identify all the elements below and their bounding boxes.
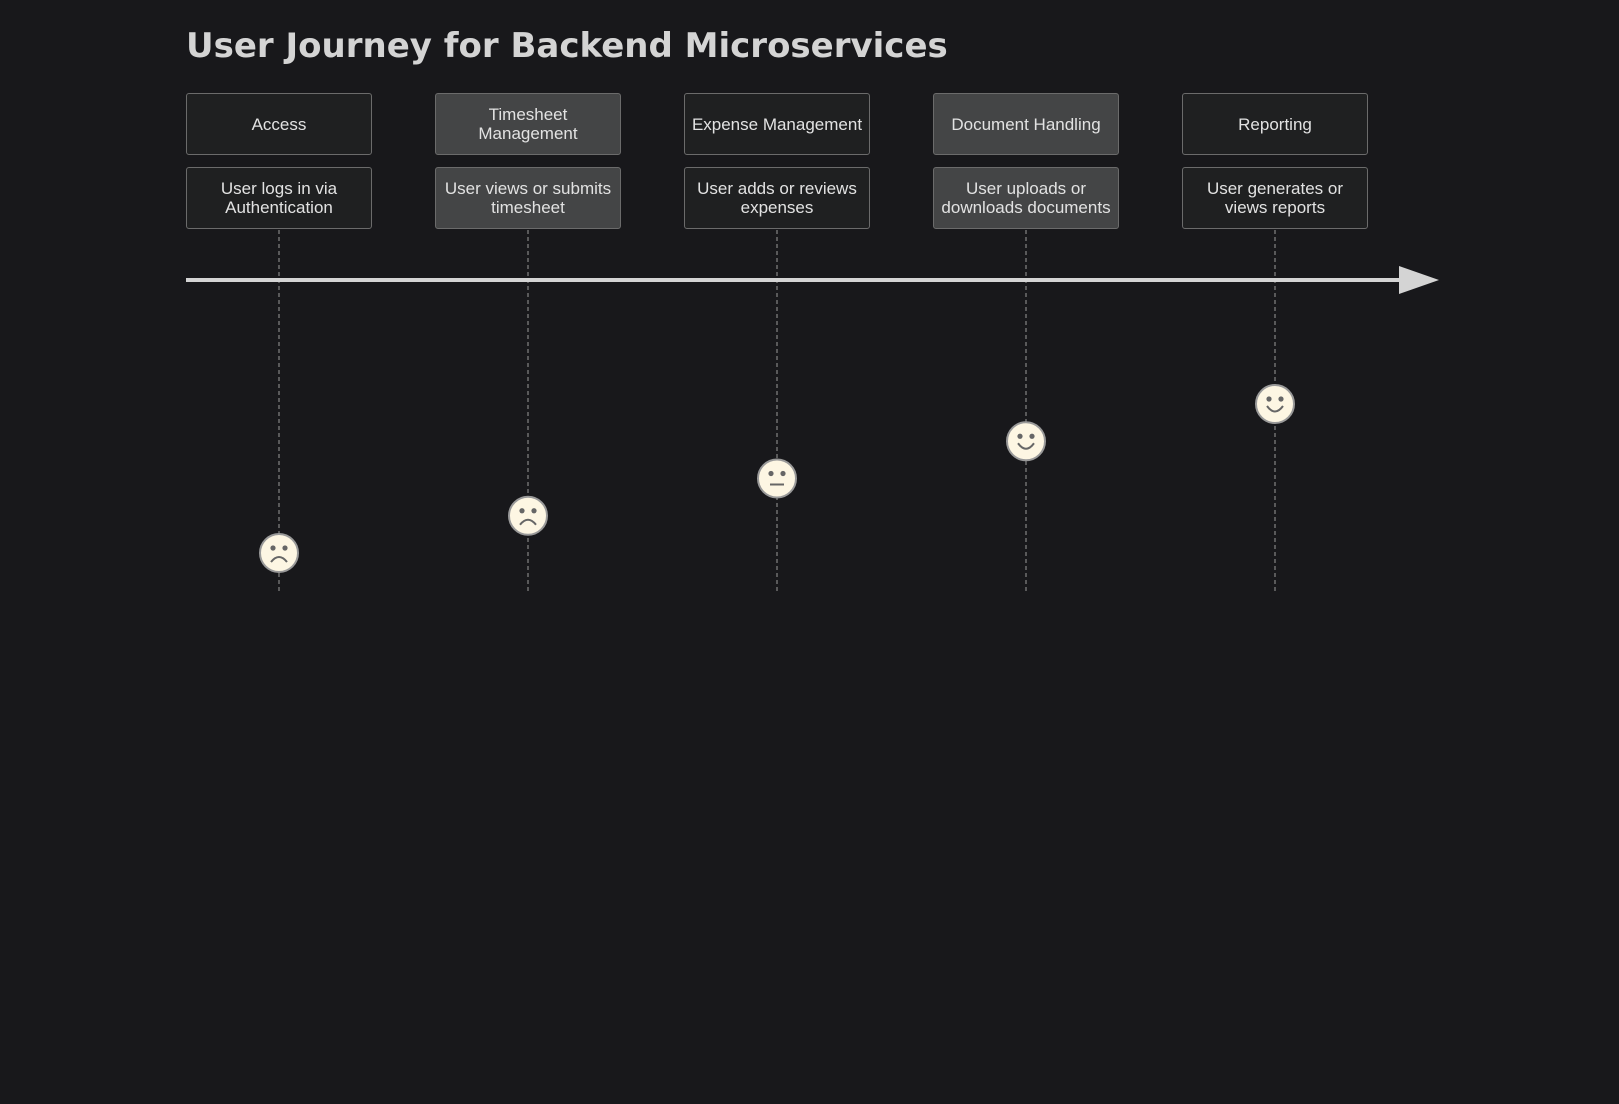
sad-face-icon — [508, 495, 548, 536]
section-header: Access — [186, 93, 372, 155]
section-header: Reporting — [1182, 93, 1368, 155]
happy-face-icon — [1006, 421, 1046, 462]
task-box: User logs in via Authentication — [186, 167, 372, 229]
neutral-face-icon — [757, 458, 797, 499]
task-box: User uploads or downloads documents — [933, 167, 1119, 229]
task-box: User views or submits timesheet — [435, 167, 621, 229]
section-header: Timesheet Management — [435, 93, 621, 155]
page-title: User Journey for Backend Microservices — [186, 26, 948, 66]
section-header: Expense Management — [684, 93, 870, 155]
sad-face-icon — [259, 533, 299, 573]
section-header: Document Handling — [933, 93, 1119, 155]
task-box: User generates or views reports — [1182, 167, 1368, 229]
task-box: User adds or reviews expenses — [684, 167, 870, 229]
happy-face-icon — [1255, 384, 1295, 424]
